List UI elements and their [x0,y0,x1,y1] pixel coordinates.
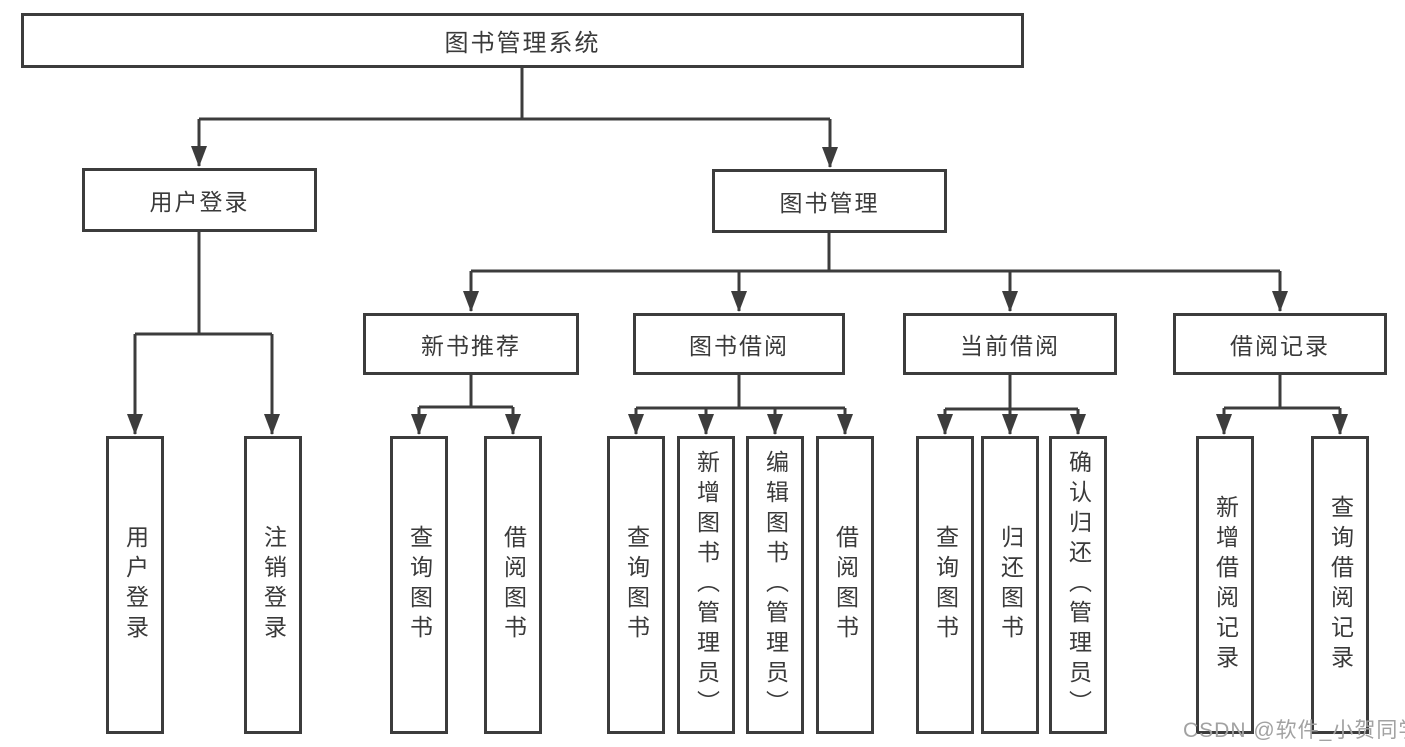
node-user-login: 用户登录 [82,168,317,232]
leaf-add-book-admin-label: 新增图书（管理员） [693,450,720,720]
leaf-logout-login: 注销登录 [244,436,302,734]
leaf-add-book-admin: 新增图书（管理员） [677,436,735,734]
leaf-borrow-books-borrowing-label: 借阅图书 [832,525,859,645]
leaf-query-borrow-record: 查询借阅记录 [1311,436,1369,734]
node-book-borrowing: 图书借阅 [633,313,845,375]
leaf-borrow-books-borrowing: 借阅图书 [816,436,874,734]
leaf-query-books-borrowing: 查询图书 [607,436,665,734]
node-new-book-recommendation: 新书推荐 [363,313,579,375]
leaf-edit-book-admin-label: 编辑图书（管理员） [762,450,789,720]
leaf-query-books-current-label: 查询图书 [932,525,959,645]
node-book-management: 图书管理 [712,169,947,233]
leaf-logout-login-label: 注销登录 [260,525,287,645]
leaf-add-borrow-record-label: 新增借阅记录 [1212,495,1239,675]
leaf-return-book: 归还图书 [981,436,1039,734]
leaf-query-borrow-record-label: 查询借阅记录 [1327,495,1354,675]
leaf-add-borrow-record: 新增借阅记录 [1196,436,1254,734]
node-library-management-system: 图书管理系统 [21,13,1024,68]
leaf-edit-book-admin: 编辑图书（管理员） [746,436,804,734]
leaf-query-books-recommend-label: 查询图书 [406,525,433,645]
node-borrowing-records: 借阅记录 [1173,313,1387,375]
leaf-borrow-books-recommend: 借阅图书 [484,436,542,734]
leaf-confirm-return-admin-label: 确认归还（管理员） [1065,450,1092,720]
csdn-watermark: CSDN @软件_小贺同学 [1183,719,1405,742]
leaf-borrow-books-recommend-label: 借阅图书 [500,525,527,645]
leaf-query-books-borrowing-label: 查询图书 [623,525,650,645]
leaf-query-books-current: 查询图书 [916,436,974,734]
leaf-user-login-label: 用户登录 [122,525,149,645]
leaf-user-login: 用户登录 [106,436,164,734]
leaf-query-books-recommend: 查询图书 [390,436,448,734]
node-current-borrowing: 当前借阅 [903,313,1117,375]
leaf-return-book-label: 归还图书 [997,525,1024,645]
leaf-confirm-return-admin: 确认归还（管理员） [1049,436,1107,734]
